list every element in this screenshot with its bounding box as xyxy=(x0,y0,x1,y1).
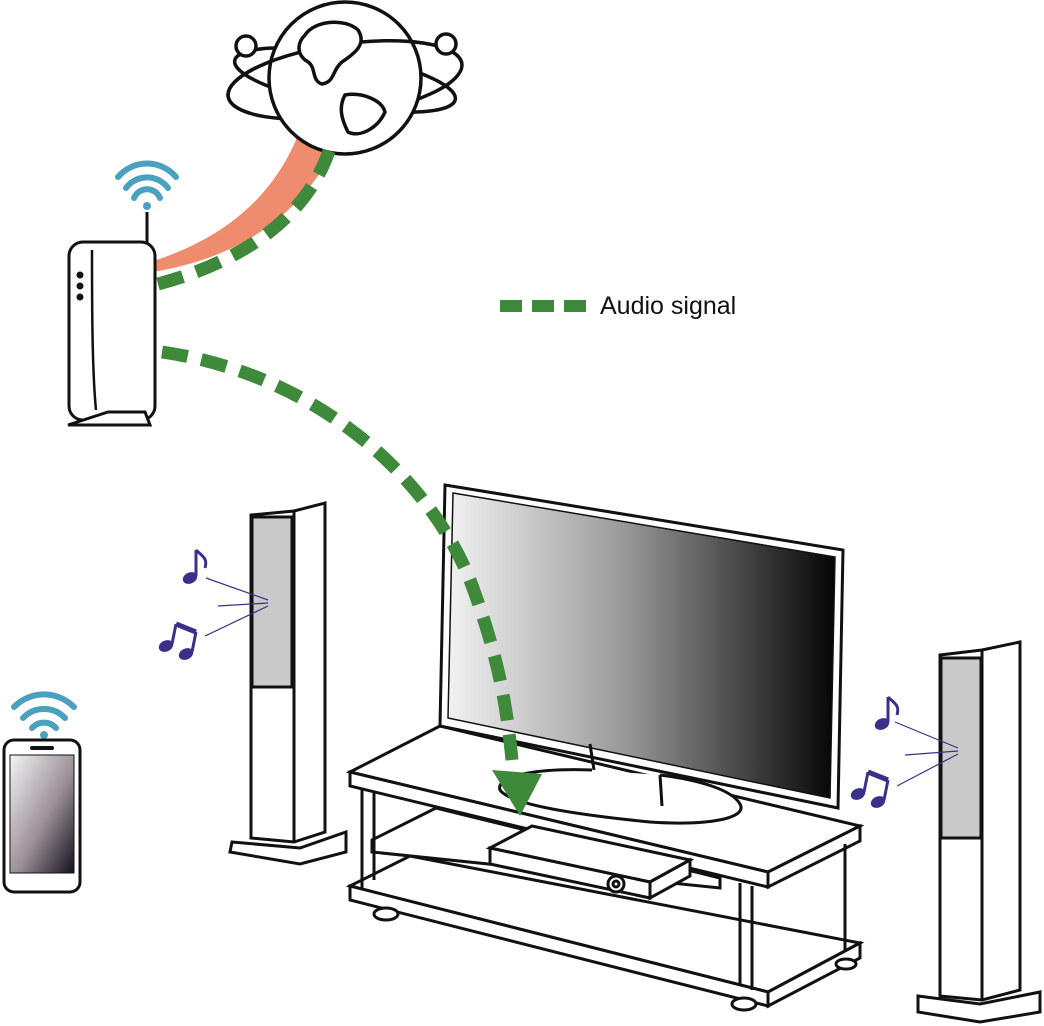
music-note-icon xyxy=(182,548,208,584)
wifi-icon xyxy=(11,691,77,739)
globe-icon xyxy=(226,0,464,156)
left-tower-speaker xyxy=(228,501,348,866)
right-tower-speaker xyxy=(916,640,1042,1024)
left-sound-lines xyxy=(204,577,269,637)
av-receiver-icon xyxy=(485,824,695,901)
music-note-icon xyxy=(850,769,890,808)
audio-signal-arrowhead xyxy=(492,770,542,816)
internet-link xyxy=(150,130,335,272)
wifi-icon xyxy=(115,160,179,210)
smartphone-icon xyxy=(2,738,82,894)
television xyxy=(438,483,845,825)
right-sound-lines xyxy=(894,721,959,787)
legend-label: Audio signal xyxy=(600,291,737,320)
legend: Audio signal xyxy=(500,288,736,324)
music-note-icon xyxy=(874,695,900,730)
audio-signal-swatch xyxy=(500,300,590,312)
wireless-router-icon xyxy=(67,212,157,427)
audio-signal-path xyxy=(161,345,519,761)
music-note-icon xyxy=(158,621,198,660)
